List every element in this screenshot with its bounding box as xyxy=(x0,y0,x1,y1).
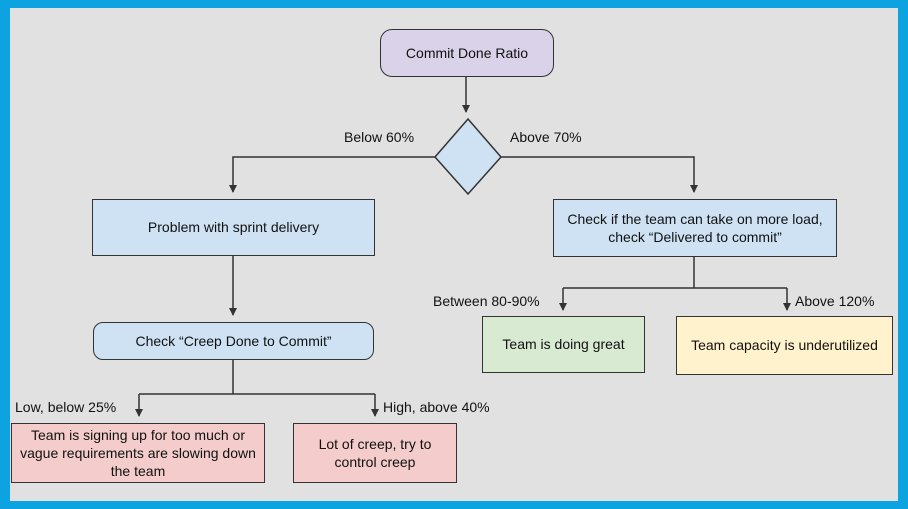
edge-label-low-below-25: Low, below 25% xyxy=(15,399,117,415)
node-team-capacity-underutilized: Team capacity is underutilized xyxy=(676,316,893,375)
connectors xyxy=(135,77,791,417)
node-lot-of-creep: Lot of creep, try to control creep xyxy=(293,423,457,483)
node-check-creep-done-to-commit: Check “Creep Done to Commit” xyxy=(93,322,374,360)
node-check-more-load: Check if the team can take on more load,… xyxy=(553,199,837,257)
node-commit-done-ratio: Commit Done Ratio xyxy=(380,29,554,77)
edge-above-70 xyxy=(501,156,698,193)
edge-label-above-120: Above 120% xyxy=(795,293,875,309)
node-team-doing-great: Team is doing great xyxy=(482,316,645,373)
edge-label-below-60: Below 60% xyxy=(344,129,415,145)
node-problem-sprint-delivery: Problem with sprint delivery xyxy=(92,199,375,256)
edge-label-between-80-90: Between 80-90% xyxy=(433,293,540,309)
edge-label-high-above-40: High, above 40% xyxy=(383,399,490,415)
edge-label-above-70: Above 70% xyxy=(510,129,582,145)
decision-diamond xyxy=(434,117,502,196)
edge-below-60 xyxy=(229,156,435,193)
node-signing-up-too-much: Team is signing up for too much or vague… xyxy=(11,423,265,483)
